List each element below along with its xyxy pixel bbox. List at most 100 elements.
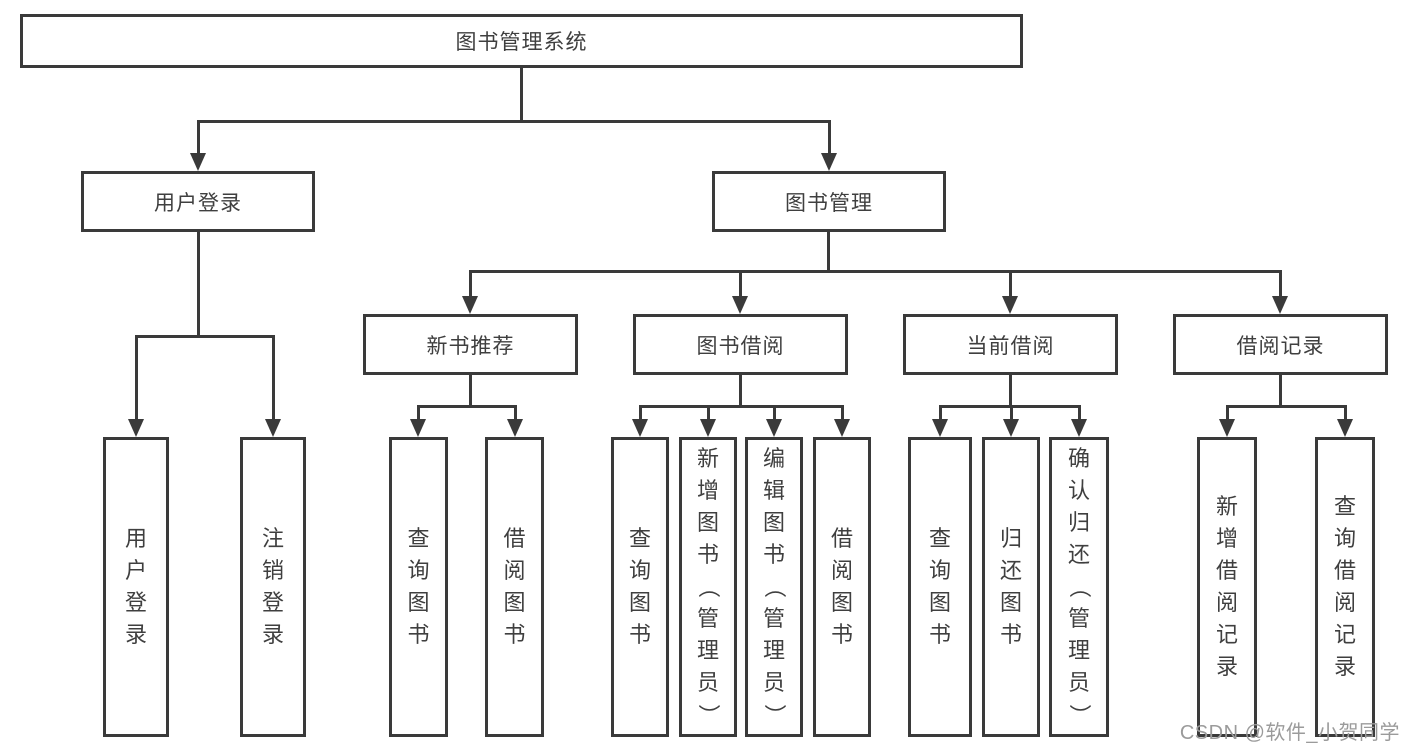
- vertical-char: 借: [1215, 558, 1238, 583]
- connector-stub-line: [197, 232, 200, 338]
- vertical-char: 询: [1333, 526, 1356, 551]
- arrowhead-down-icon: [732, 296, 748, 314]
- vertical-char: 注: [261, 526, 284, 551]
- vertical-char: 理: [1067, 638, 1090, 663]
- node-borrowing-records: 借阅记录: [1173, 314, 1388, 375]
- connector-stub-line: [827, 232, 830, 273]
- vertical-char: 理: [762, 638, 785, 663]
- vertical-char: 编: [762, 446, 785, 471]
- vertical-char: 阅: [1333, 590, 1356, 615]
- arrowhead-down-icon: [128, 419, 144, 437]
- connector-stub-line: [520, 67, 523, 123]
- connector-horizontal-line: [639, 405, 844, 408]
- vertical-char: 记: [1215, 622, 1238, 647]
- vertical-char: 录: [1333, 654, 1356, 679]
- vertical-char: 图: [928, 590, 951, 615]
- vertical-char: 图: [762, 510, 785, 535]
- node-leaf-confirm-return-admin: 确认归还（管理员）: [1049, 437, 1109, 737]
- arrowhead-down-icon: [821, 153, 837, 171]
- connector-horizontal-line: [417, 405, 517, 408]
- vertical-char: 阅: [830, 558, 853, 583]
- vertical-char: 员: [696, 670, 719, 695]
- vertical-char: 录: [261, 622, 284, 647]
- vertical-char: 查: [1333, 494, 1356, 519]
- vertical-char: 询: [928, 558, 951, 583]
- vertical-char: 户: [124, 558, 147, 583]
- vertical-char: （: [762, 575, 787, 598]
- vertical-char: 书: [830, 622, 853, 647]
- connector-drop-line: [939, 406, 942, 423]
- connector-drop-line: [1226, 406, 1229, 423]
- connector-stub-line: [469, 375, 472, 408]
- node-leaf-edit-book-admin: 编辑图书（管理员）: [745, 437, 803, 737]
- node-leaf-add-borrow-record: 新增借阅记录: [1197, 437, 1257, 737]
- vertical-char: 录: [124, 622, 147, 647]
- vertical-char: 图: [503, 590, 526, 615]
- connector-horizontal-line: [197, 120, 831, 123]
- node-leaf-query-borrow-record: 查询借阅记录: [1315, 437, 1375, 737]
- connector-drop-line: [639, 406, 642, 423]
- vertical-char: （: [696, 575, 721, 598]
- vertical-char: 询: [628, 558, 651, 583]
- node-leaf-query-books-current: 查询图书: [908, 437, 972, 737]
- vertical-char: 员: [762, 670, 785, 695]
- vertical-char: 图: [830, 590, 853, 615]
- vertical-char: 书: [928, 622, 951, 647]
- connector-stub-line: [1279, 375, 1282, 408]
- connector-horizontal-line: [1226, 405, 1347, 408]
- connector-drop-line: [828, 121, 831, 157]
- node-leaf-borrow-books-borrowing: 借阅图书: [813, 437, 871, 737]
- arrowhead-down-icon: [834, 419, 850, 437]
- connector-drop-line: [469, 271, 472, 300]
- arrowhead-down-icon: [700, 419, 716, 437]
- vertical-char: 登: [124, 590, 147, 615]
- node-leaf-add-book-admin: 新增图书（管理员）: [679, 437, 737, 737]
- vertical-char: 图: [999, 590, 1022, 615]
- vertical-char: 确: [1067, 446, 1090, 471]
- vertical-char: 借: [830, 526, 853, 551]
- vertical-char: 图: [696, 510, 719, 535]
- connector-drop-line: [773, 406, 776, 423]
- vertical-char: 借: [503, 526, 526, 551]
- node-leaf-return-books: 归还图书: [982, 437, 1040, 737]
- node-book-management-branch: 图书管理: [712, 171, 946, 232]
- arrowhead-down-icon: [1272, 296, 1288, 314]
- node-user-login-branch: 用户登录: [81, 171, 315, 232]
- vertical-char: 管: [696, 606, 719, 631]
- vertical-char: 询: [407, 558, 430, 583]
- vertical-char: 书: [503, 622, 526, 647]
- node-leaf-query-books-borrowing: 查询图书: [611, 437, 669, 737]
- vertical-char: 增: [1215, 526, 1238, 551]
- watermark: CSDN @软件_小贺同学: [1179, 722, 1400, 744]
- vertical-char: 记: [1333, 622, 1356, 647]
- vertical-char: 新: [696, 446, 719, 471]
- vertical-char: 还: [999, 558, 1022, 583]
- arrowhead-down-icon: [766, 419, 782, 437]
- connector-drop-line: [197, 121, 200, 157]
- vertical-char: 借: [1333, 558, 1356, 583]
- vertical-char: ）: [1067, 703, 1092, 726]
- vertical-char: 归: [999, 526, 1022, 551]
- arrowhead-down-icon: [1002, 296, 1018, 314]
- node-leaf-borrow-books-recommend: 借阅图书: [485, 437, 544, 737]
- connector-drop-line: [514, 406, 517, 423]
- vertical-char: 辑: [762, 478, 785, 503]
- vertical-char: 登: [261, 590, 284, 615]
- connector-drop-line: [1279, 271, 1282, 300]
- vertical-char: 书: [628, 622, 651, 647]
- vertical-char: 书: [696, 542, 719, 567]
- arrowhead-down-icon: [462, 296, 478, 314]
- vertical-char: 用: [124, 526, 147, 551]
- vertical-char: 增: [696, 478, 719, 503]
- connector-drop-line: [841, 406, 844, 423]
- node-leaf-user-login: 用户登录: [103, 437, 169, 737]
- node-current-borrowing: 当前借阅: [903, 314, 1118, 375]
- node-book-borrowing: 图书借阅: [633, 314, 848, 375]
- connector-drop-line: [1009, 271, 1012, 300]
- vertical-char: （: [1067, 575, 1092, 598]
- vertical-char: 图: [628, 590, 651, 615]
- vertical-char: 查: [628, 526, 651, 551]
- vertical-char: 书: [762, 542, 785, 567]
- node-root: 图书管理系统: [20, 14, 1023, 68]
- vertical-char: 查: [928, 526, 951, 551]
